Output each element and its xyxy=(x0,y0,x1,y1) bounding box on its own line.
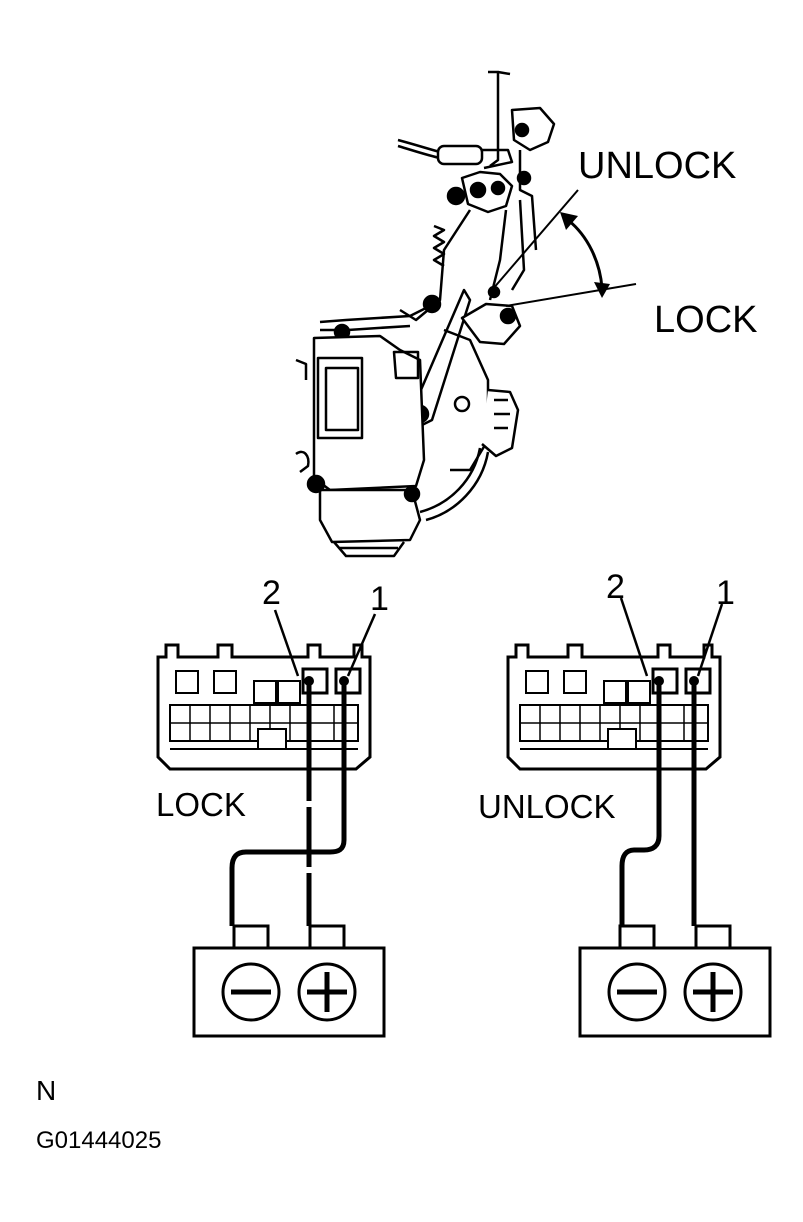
door-lock-assembly xyxy=(295,70,556,558)
left-terminal-2-pointer xyxy=(273,609,300,677)
right-terminal-1-label: 1 xyxy=(716,574,735,612)
right-connector xyxy=(506,643,722,771)
left-terminal-1-label: 1 xyxy=(370,580,389,618)
left-wire-terminal-1 xyxy=(229,681,347,926)
right-battery xyxy=(580,926,770,1036)
left-battery xyxy=(194,926,384,1036)
left-terminal-1-pointer xyxy=(346,613,377,677)
unlock-position-label: UNLOCK xyxy=(578,145,736,187)
right-state-label: UNLOCK xyxy=(478,788,616,825)
unlock-test-circuit xyxy=(506,597,770,1036)
lock-direction-indicator xyxy=(491,189,637,307)
figure-code: G01444025 xyxy=(36,1127,161,1154)
left-terminal-2-label: 2 xyxy=(262,574,281,612)
left-state-label: LOCK xyxy=(156,786,246,823)
right-wire-terminal-2 xyxy=(619,681,662,926)
note-label: N xyxy=(36,1075,56,1106)
lock-test-circuit xyxy=(156,609,384,1036)
right-terminal-2-pointer xyxy=(619,597,649,677)
left-connector xyxy=(156,643,372,771)
right-terminal-2-label: 2 xyxy=(606,568,625,606)
lock-position-label: LOCK xyxy=(654,299,757,341)
right-terminal-1-pointer xyxy=(696,603,724,677)
